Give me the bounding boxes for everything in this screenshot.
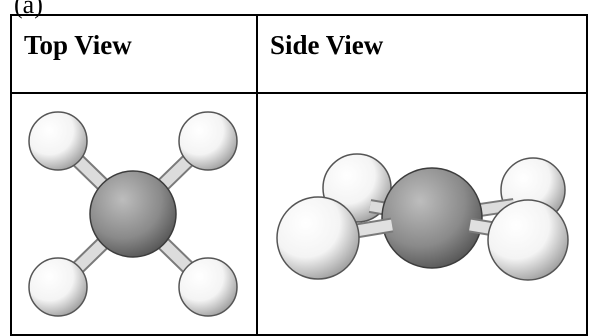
table-border (10, 14, 588, 336)
top-view-molecule (28, 111, 238, 317)
front-atom-left (276, 196, 360, 280)
figure-label-fragment: (a) (14, 0, 43, 19)
central-atom-side-view (381, 167, 483, 269)
header-side-view: Side View (270, 30, 384, 60)
header-top-view: Top View (24, 30, 132, 60)
outer-atom-top-right (178, 111, 238, 171)
view-table (10, 14, 588, 336)
table-grid (10, 14, 588, 336)
outer-atom-top-left (28, 111, 88, 171)
front-atom-right (487, 199, 569, 281)
outer-atom-bottom-right (178, 257, 238, 317)
central-atom-top-view (89, 170, 177, 258)
side-view-molecule (276, 153, 569, 281)
outer-atom-bottom-left (28, 257, 88, 317)
